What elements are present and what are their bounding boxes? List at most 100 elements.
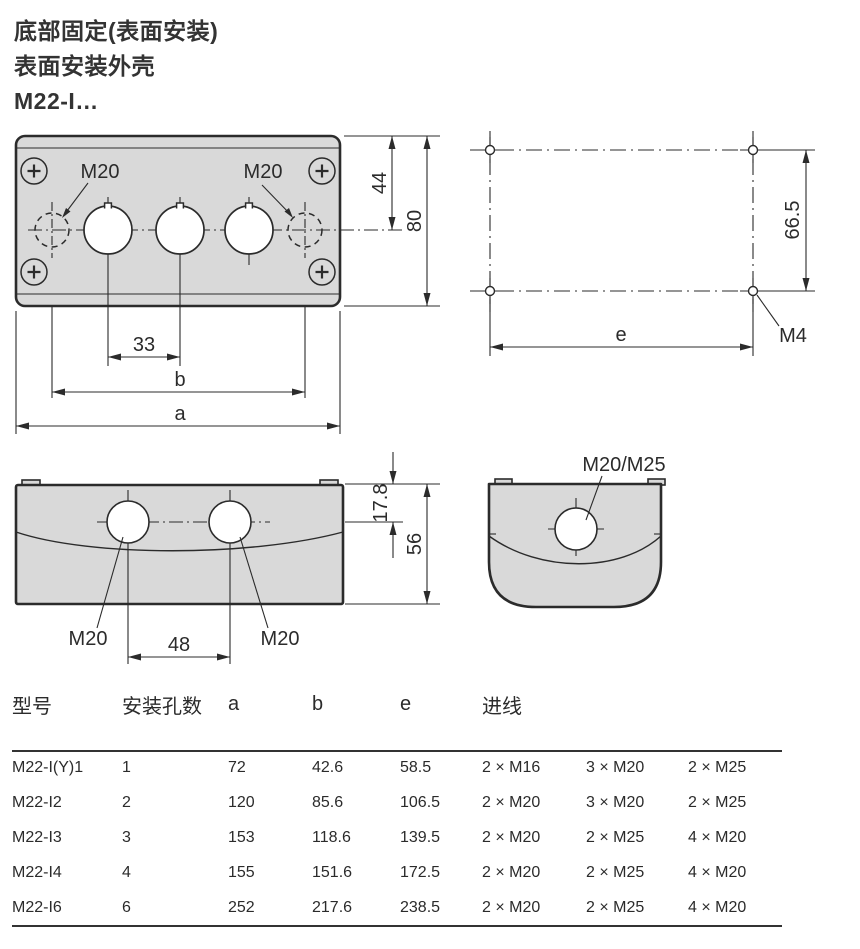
cell-entry: 2 × M25: [688, 759, 747, 777]
cell-b: 85.6: [312, 794, 344, 812]
technical-drawing: M20 M20 44 80: [14, 131, 815, 664]
svg-text:M20/M25: M20/M25: [582, 454, 665, 476]
cell-entry: 2 × M20: [482, 863, 541, 881]
title-line-2: 表面安装外壳: [14, 53, 155, 79]
header-entries: 进线: [482, 696, 522, 718]
dimension-44: 44: [344, 135, 440, 307]
cell-entry: 2 × M20: [482, 828, 541, 846]
cell-a: 155: [228, 863, 255, 881]
enclosure-side-body: [14, 483, 345, 606]
cell-entry: 4 × M20: [688, 898, 747, 916]
header-a: a: [228, 693, 240, 715]
cell-entry: 3 × M20: [586, 794, 645, 812]
svg-text:b: b: [174, 369, 185, 391]
cell-e: 238.5: [400, 898, 441, 916]
screw-icon: [20, 258, 48, 286]
knockout-hole: [34, 202, 70, 398]
cell-model: M22-I3: [12, 828, 62, 846]
side-contour-curve: [15, 531, 344, 552]
title-line-1: 底部固定(表面安装): [14, 18, 219, 44]
cell-entry: 2 × M25: [586, 898, 645, 916]
gland-size-callout: M20/M25: [582, 454, 666, 521]
mounting-hole: [224, 197, 274, 265]
end-contour-curve: [488, 535, 662, 565]
cell-e: 139.5: [400, 828, 441, 846]
cell-b: 118.6: [312, 828, 351, 846]
cell-holes: 6: [122, 898, 131, 916]
cable-gland-hole: [106, 490, 150, 664]
table-row: M22-I6 6 252 217.6 238.5 2 × M20 2 × M25…: [12, 890, 784, 925]
dimension-e: e: [489, 297, 754, 356]
dimension-80: 80: [404, 136, 431, 306]
cell-a: 72: [228, 759, 246, 777]
table-bottom-rule: [12, 925, 782, 927]
end-view: M20/M25: [487, 454, 666, 609]
cell-holes: 2: [122, 794, 131, 812]
cell-b: 217.6: [312, 898, 353, 916]
gland-callout-left: M20: [69, 536, 124, 650]
cell-entry: 2 × M25: [688, 794, 747, 812]
cell-entry: 2 × M25: [586, 828, 645, 846]
cell-b: 151.6: [312, 863, 353, 881]
cell-entry: 2 × M25: [586, 863, 645, 881]
svg-text:e: e: [615, 324, 626, 346]
screw-icon: [20, 157, 48, 185]
svg-text:56: 56: [404, 533, 426, 555]
spec-table-body: M22-I(Y)1 1 72 42.6 58.5 2 × M16 3 × M20…: [12, 751, 784, 925]
leader-line: [261, 184, 292, 216]
cell-model: M22-I2: [12, 794, 62, 812]
svg-text:M20: M20: [69, 628, 108, 650]
title-block: 底部固定(表面安装) 表面安装外壳 M22-I…: [14, 14, 218, 119]
cell-a: 252: [228, 898, 255, 916]
leader-arrow: [62, 208, 71, 218]
cell-entry: 2 × M20: [482, 898, 541, 916]
screw-icon: [308, 258, 336, 286]
cell-entry: 2 × M20: [482, 794, 541, 812]
gland-callout-right: M20: [239, 536, 299, 650]
table-row: M22-I(Y)1 1 72 42.6 58.5 2 × M16 3 × M20…: [12, 751, 784, 786]
table-row: M22-I4 4 155 151.6 172.5 2 × M20 2 × M25…: [12, 855, 784, 890]
svg-text:80: 80: [404, 210, 426, 232]
cell-holes: 1: [122, 759, 131, 777]
svg-text:a: a: [174, 403, 186, 425]
dimension-48: 48: [128, 634, 230, 661]
svg-text:44: 44: [369, 172, 391, 194]
svg-text:17.8: 17.8: [370, 484, 392, 523]
cell-e: 106.5: [400, 794, 441, 812]
screw-icon: [308, 157, 336, 185]
cell-entry: 3 × M20: [586, 759, 645, 777]
mounting-hole: [83, 197, 133, 366]
dimension-66-5: 66.5: [758, 149, 815, 292]
cell-holes: 3: [122, 828, 131, 846]
svg-text:66.5: 66.5: [782, 201, 804, 240]
header-b: b: [312, 693, 324, 715]
cell-a: 153: [228, 828, 255, 846]
leader-arrow: [284, 208, 293, 218]
cell-b: 42.6: [312, 759, 344, 777]
header-holes: 安装孔数: [122, 696, 202, 718]
spec-table-header: 型号 安装孔数 a b e 进线: [12, 690, 784, 718]
cell-entry: 2 × M16: [482, 759, 541, 777]
cell-holes: 4: [122, 863, 131, 881]
side-view: 17.8 56 48 M20: [14, 452, 440, 664]
table-row: M22-I2 2 120 85.6 106.5 2 × M20 3 × M20 …: [12, 786, 784, 821]
cell-model: M22-I6: [12, 898, 62, 916]
header-model: 型号: [12, 696, 52, 718]
knockout-label-right: M20: [244, 161, 283, 183]
svg-text:M4: M4: [779, 325, 807, 347]
cell-entry: 4 × M20: [688, 828, 747, 846]
cell-e: 172.5: [400, 863, 441, 881]
table-top-rule: [12, 750, 782, 752]
dimension-56: 56: [345, 484, 440, 605]
knockout-hole: [287, 202, 323, 398]
title-line-3: M22-I…: [14, 88, 99, 114]
drill-hole: [477, 137, 503, 163]
dimension-a: a: [15, 311, 341, 434]
cable-gland-hole: [208, 490, 252, 664]
cell-a: 120: [228, 794, 255, 812]
dimension-17-8: 17.8: [345, 452, 440, 558]
cell-model: M22-I4: [12, 863, 62, 881]
drill-pattern: 66.5 e M4: [470, 131, 815, 356]
dimension-b: b: [52, 369, 305, 396]
